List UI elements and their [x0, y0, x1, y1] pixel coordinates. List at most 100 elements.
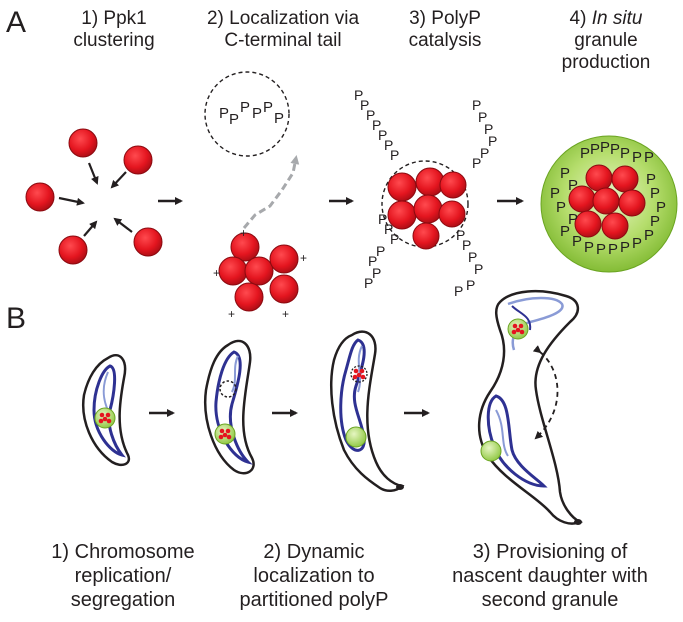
stage-3-label: 3) Provisioning of nascent daughter with… [435, 540, 665, 612]
phosphate-letter: P [360, 97, 369, 113]
stage-1-line-1: 1) Chromosome [51, 541, 195, 563]
phosphate-letter: P [263, 99, 273, 116]
phosphate-letter: P [472, 97, 481, 113]
dashed-site [219, 380, 237, 398]
phosphate-letter: P [644, 227, 654, 244]
charge-markers: +++++ [213, 226, 307, 321]
step-1-label: 1) Ppk1 clustering [58, 8, 170, 52]
ppk1-cluster [218, 232, 299, 312]
step-3-line-1: 3) PolyP [409, 8, 481, 29]
relocation-arrow [242, 155, 300, 229]
phosphate-letter: P [632, 235, 642, 252]
phosphate-letter: P [384, 221, 393, 237]
phosphate-letter: P [644, 149, 654, 166]
phosphate-letter: P [632, 149, 642, 166]
phosphate-letter: P [274, 110, 284, 127]
ppk1-sphere [123, 145, 153, 175]
phosphate-letter: P [456, 227, 465, 243]
phosphate-letter: P [480, 145, 489, 161]
chromosome [92, 364, 126, 458]
converge-arrow [113, 217, 133, 233]
step-4-label: 4) In situ granule production [540, 8, 672, 74]
phosphate-letter: P [590, 141, 600, 158]
phosphate-letter: P [610, 141, 620, 158]
cell-pole-tip [396, 484, 404, 490]
phosphate-letter: P [488, 133, 497, 149]
step-4-number: 4) [569, 8, 592, 29]
chromosome-daughter-dark [511, 305, 532, 331]
ppk1-mini-cluster [511, 323, 525, 335]
cell-pole-tip [574, 519, 582, 525]
phosphate-letter: P [560, 223, 570, 240]
stage-3-line-1: 3) Provisioning of [472, 541, 628, 563]
phosphate-letter: P [468, 249, 477, 265]
stage-3-line-2: nascent daughter with [452, 565, 648, 587]
exchange-arrow [532, 345, 559, 440]
phosphate-letter: P [372, 117, 381, 133]
phosphate-letter: P [390, 147, 399, 163]
stage-1-line-3: segregation [70, 589, 176, 611]
converge-arrow [110, 171, 127, 189]
phosphate-letter: P [378, 211, 387, 227]
phosphate-letter: P [600, 139, 610, 156]
phosphate-letter: P [368, 253, 377, 269]
phosphate-letter: P [572, 233, 582, 250]
phosphate-letter: P [568, 211, 578, 228]
cell-stage-1 [81, 353, 131, 467]
stage-1-label: 1) Chromosome replication/ segregation [20, 540, 226, 612]
phosphate-letter: P [354, 87, 363, 103]
ppk1-sphere [68, 128, 98, 158]
phosphate-letter: P [466, 277, 475, 293]
phosphate-letter: P [584, 239, 594, 256]
charge-plus: + [300, 251, 307, 265]
phosphate-letter: P [568, 177, 578, 194]
phosphate-letter: P [384, 137, 393, 153]
cell-stage-4 [477, 290, 584, 525]
phosphate-letter: P [596, 241, 606, 258]
converge-arrow [87, 162, 99, 185]
phosphate-letter: P [650, 213, 660, 230]
charge-plus: + [240, 226, 247, 240]
phosphate-letter: P [252, 105, 262, 122]
ppk1-cluster-catalysis [387, 167, 467, 250]
phosphate-letter: P [608, 241, 618, 258]
polyp-region-circle [204, 71, 290, 157]
cell-stage-3 [329, 330, 405, 492]
cell-outline [329, 330, 405, 492]
phosphate-letter: P [474, 261, 483, 277]
phosphate-letter: P [656, 199, 666, 216]
charge-plus: + [228, 307, 235, 321]
phosphate-letter: P [378, 127, 387, 143]
step-1-line-1: 1) Ppk1 [81, 8, 147, 29]
phosphate-letter: P [376, 243, 385, 259]
ppk1-sphere [25, 182, 55, 212]
phosphate-letter: P [478, 109, 487, 125]
chromosome-replica [357, 345, 363, 393]
phosphate-letter: P [620, 239, 630, 256]
catalysis-circle [381, 160, 469, 248]
phosphate-letter: P [372, 265, 381, 281]
cell-stage-2 [204, 339, 255, 475]
panel-letter-b: B [6, 302, 27, 335]
step-2-line-1: 2) Localization via [206, 8, 360, 29]
stage-3-line-3: second granule [481, 589, 619, 611]
step-4-line-1: 4) In situ [540, 8, 672, 30]
panel-letter-a: A [6, 6, 27, 39]
charge-plus: + [213, 266, 220, 280]
ppk1-sphere [133, 227, 163, 257]
polyp-granule-small [345, 426, 367, 448]
phosphate-letter: P [390, 231, 399, 247]
phosphate-letter: P [646, 171, 656, 188]
polyp-granule-small [480, 440, 502, 462]
phosphate-letter: P [364, 275, 373, 291]
chromosome [214, 350, 253, 465]
phosphate-letter: P [240, 99, 250, 116]
stage-2-line-1: 2) Dynamic [263, 541, 365, 563]
step-3-line-2: catalysis [408, 30, 482, 51]
step-4-italic: In situ [591, 8, 643, 29]
chromosome [339, 338, 366, 452]
